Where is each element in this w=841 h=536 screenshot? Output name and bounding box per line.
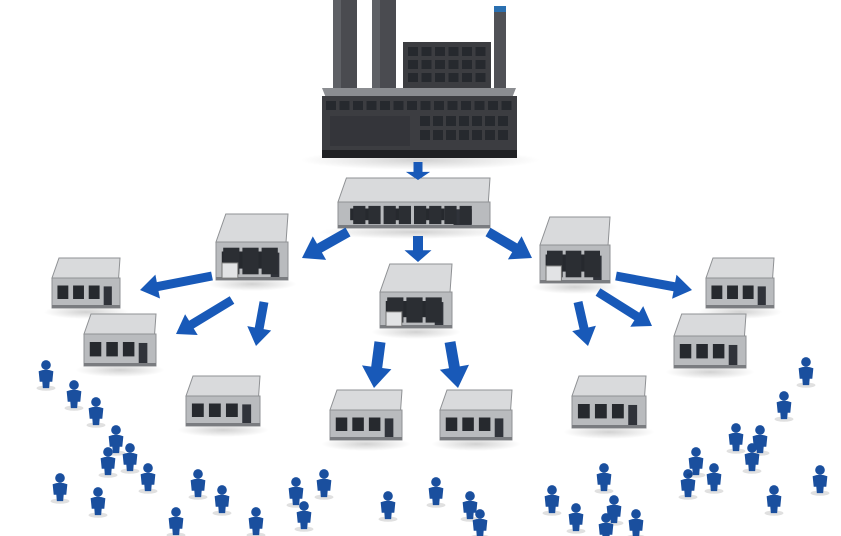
person-icon	[426, 477, 446, 508]
person-icon	[294, 501, 314, 532]
person-icon	[810, 465, 830, 496]
flow-arrow	[302, 227, 351, 260]
person-icon	[627, 509, 645, 536]
person-icon	[212, 485, 232, 516]
flow-arrow	[572, 301, 596, 346]
person-icon	[378, 491, 398, 522]
person-icon	[686, 447, 706, 478]
person-icon	[678, 469, 698, 500]
person-icon	[86, 397, 106, 428]
person-icon	[64, 380, 84, 411]
factory-icon	[322, 0, 517, 158]
flow-arrow	[405, 162, 431, 180]
person-icon	[314, 469, 334, 500]
flow-arrow	[439, 341, 469, 388]
person-icon	[566, 503, 586, 534]
person-icon	[36, 360, 56, 391]
person-icon	[50, 473, 70, 504]
person-icon	[774, 391, 794, 422]
arrows	[140, 162, 692, 388]
person-icon	[138, 463, 158, 494]
person-icon	[704, 463, 724, 494]
person-icon	[188, 469, 208, 500]
person-icon	[726, 423, 746, 454]
person-icon	[98, 447, 118, 478]
person-icon	[796, 357, 816, 388]
flow-arrow	[485, 227, 532, 260]
person-icon	[542, 485, 562, 516]
person-icon	[166, 507, 186, 536]
buildings	[51, 177, 775, 441]
flow-arrow	[404, 236, 432, 262]
flow-arrow	[176, 296, 235, 335]
person-icon	[764, 485, 784, 516]
flow-arrow	[615, 271, 692, 299]
person-icon	[598, 513, 614, 536]
flow-arrow	[595, 288, 652, 327]
person-icon	[471, 509, 489, 536]
person-icon	[120, 443, 140, 474]
person-icon	[246, 507, 266, 536]
person-icon	[594, 463, 614, 494]
person-icon	[88, 487, 108, 518]
person-icon	[460, 491, 480, 522]
customers	[36, 357, 830, 536]
person-icon	[742, 443, 762, 474]
flow-arrow	[140, 271, 213, 299]
flow-arrow	[362, 341, 392, 388]
flow-arrow	[247, 301, 272, 346]
